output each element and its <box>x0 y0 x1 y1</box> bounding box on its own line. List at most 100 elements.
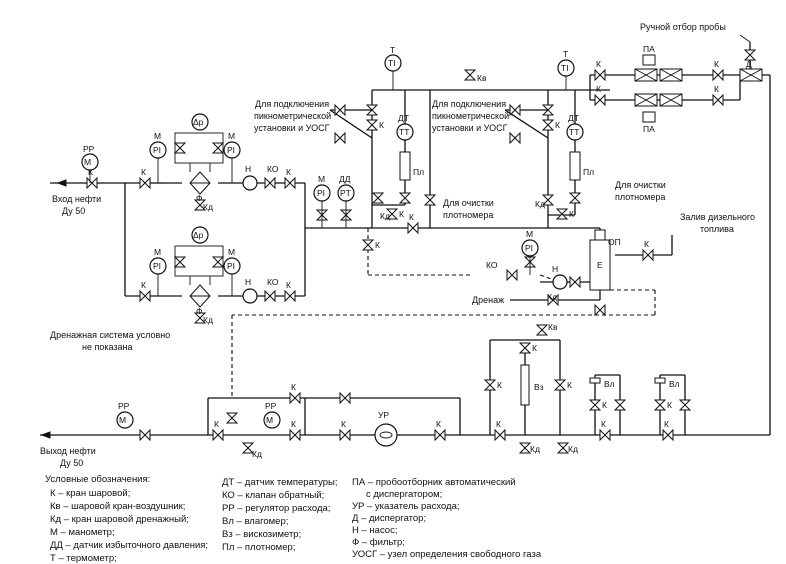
valve-tag-3: К <box>141 280 146 290</box>
m-4: М <box>228 247 235 257</box>
pi-4: PI <box>227 261 235 271</box>
ball-valve-28 <box>509 131 521 145</box>
ball-valve-16 <box>371 192 385 204</box>
dashed-lines <box>231 228 656 398</box>
valve-tag-66: К <box>664 419 669 429</box>
ball-valve-56 <box>518 342 532 354</box>
inlet-du-label: Ду 50 <box>62 206 85 216</box>
valve-tag-20: К <box>409 212 414 222</box>
ball-valve-46 <box>212 428 224 442</box>
dp-1: Δp <box>193 117 204 127</box>
legend-col3-item: УР – указатель расхода; <box>352 501 460 512</box>
t-2: Т <box>563 49 568 59</box>
ka-1-label: Кв <box>477 73 487 83</box>
ball-valve-64 <box>653 399 667 411</box>
legend-col2-item: Вз – вискозиметр; <box>222 529 301 540</box>
vl-2-label: Вл <box>669 379 680 389</box>
ball-valve-44 <box>642 248 654 262</box>
filter-lower <box>174 226 224 308</box>
valve-tag-30: К <box>569 209 574 219</box>
ball-valve-22 <box>365 119 379 131</box>
kd-6-label: Кд <box>380 211 390 221</box>
ball-valve-23 <box>334 103 346 117</box>
ball-valve-26 <box>541 119 555 131</box>
ball-valve-7 <box>284 289 296 303</box>
legend-col3-item: Ф – фильтр; <box>352 537 405 548</box>
ball-valve-8 <box>193 199 207 211</box>
valve-tag-52: К <box>291 382 296 392</box>
kd-4-label: Кд <box>530 444 540 454</box>
ball-valve-43 <box>594 303 606 317</box>
ball-valve-42 <box>547 293 559 307</box>
legend-col2-item: ДТ – датчик температуры; <box>222 477 338 488</box>
valve-tag-22: К <box>379 120 384 130</box>
legend-col1: К – кран шаровой;Кв – шаровой кран-возду… <box>50 488 208 564</box>
flow-regulator-1-label: РР <box>83 144 95 154</box>
ball-valve-20 <box>407 221 419 235</box>
t-1: Т <box>390 45 395 55</box>
diesel-label-b: топлива <box>700 224 734 234</box>
ball-valve-53 <box>339 391 351 405</box>
drain-note-b: не показана <box>82 342 133 352</box>
ko-2-label: КО <box>267 277 279 287</box>
ball-valve-58 <box>535 324 549 336</box>
ball-valve-49 <box>434 428 446 442</box>
d-label: Д <box>746 59 752 69</box>
legend-col1-item: Кд – кран шаровой дренажный; <box>50 514 189 525</box>
inlet-label: Вход нефти <box>52 194 101 204</box>
rr-3-m: М <box>266 415 273 425</box>
ball-valve-34 <box>594 93 606 107</box>
valve-tag-56: К <box>532 343 537 353</box>
valve-tag-36: К <box>714 84 719 94</box>
ur-label: УР <box>378 410 389 420</box>
pa-2-label: ПА <box>643 124 655 134</box>
dt-2: ДТ <box>568 113 579 123</box>
ball-valve-6 <box>264 289 276 303</box>
vz-label: Вз <box>534 382 544 392</box>
valve-tag-34: К <box>596 84 601 94</box>
ball-valve-37 <box>743 49 757 61</box>
kd-2-label: Кд <box>203 315 213 325</box>
valve-tag-46: К <box>214 419 219 429</box>
ball-valve-39 <box>506 268 518 282</box>
legend: Условные обозначения: К – кран шаровой;К… <box>45 474 542 564</box>
valve-tag-48: К <box>341 419 346 429</box>
ball-valve-10 <box>173 142 187 154</box>
drain-label: Дренаж <box>472 295 504 305</box>
valve-tag-7: К <box>286 280 291 290</box>
ball-valve-30 <box>555 208 569 220</box>
drain-note-a: Дренажная система условно <box>50 330 170 340</box>
filter-1-label: Ф <box>196 193 202 203</box>
instruments <box>81 54 584 447</box>
rr-2-m: М <box>119 415 126 425</box>
pl-1: Пл <box>413 167 424 177</box>
m-2: М <box>228 131 235 141</box>
kd-8-label: Кд <box>547 292 557 302</box>
ball-valve-3 <box>139 289 151 303</box>
ball-valve-38 <box>361 239 375 251</box>
op-label: ОП <box>608 237 621 247</box>
legend-col3-item: Д – диспергатор; <box>352 513 426 524</box>
pl-2: Пл <box>583 167 594 177</box>
ball-valve-24 <box>334 131 346 145</box>
ball-valve-47 <box>289 428 301 442</box>
legend-col1-item: М – манометр; <box>50 527 115 538</box>
valve-tag-44: К <box>644 239 649 249</box>
ball-valve-21 <box>365 104 379 116</box>
ball-valve-4 <box>264 176 276 190</box>
legend-col1-item: ДД – датчик избыточного давления; <box>50 540 208 551</box>
dp-2: Δp <box>193 230 204 240</box>
ball-valve-31 <box>568 192 582 204</box>
ball-valve-17 <box>385 208 399 220</box>
valve-tag-2: К <box>141 167 146 177</box>
vl-1-label: Вл <box>604 379 615 389</box>
kd-1-label: Кд <box>203 202 213 212</box>
ball-valve-52 <box>289 391 301 405</box>
rr-3-label: РР <box>265 401 277 411</box>
clean-label-2b: плотномера <box>615 192 665 202</box>
legend-col2: ДТ – датчик температуры;КО – клапан обра… <box>222 477 338 553</box>
valve-tag-54: К <box>496 419 501 429</box>
valve-tag-61: К <box>602 400 607 410</box>
